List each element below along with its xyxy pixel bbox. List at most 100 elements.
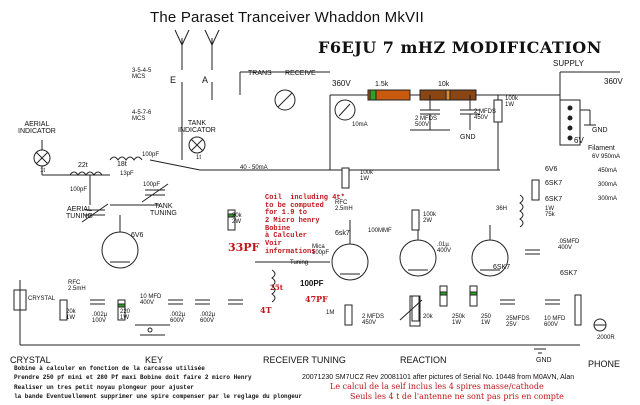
supply-label: SUPPLY (553, 59, 584, 68)
receive-label: RECEIVE (285, 70, 316, 77)
bottom-gnd-label: GND (536, 357, 552, 364)
reaction-potentiometer-icon (399, 295, 423, 327)
antenna-a-icon (204, 29, 220, 70)
aerial-tuning-capacitor-icon (81, 203, 109, 223)
label-40-50ma: 40 - 50mA (240, 165, 268, 171)
trans-label: TRANS (248, 70, 272, 77)
label-47pf: 47PF (305, 294, 328, 304)
antenna-e-label: E (170, 75, 177, 85)
note-line-2: Prendre 250 pf mini et 280 Pf maxi Bobin… (14, 374, 252, 381)
label-100pf-2: 100pF (142, 152, 160, 158)
tube-6sk7-audio2-label: 6SK7 (560, 270, 578, 277)
note-line-1: Bobine à calculer en fonction de la carc… (14, 365, 205, 372)
label-25t: 25t (270, 283, 283, 292)
label-100pf-3: 100pF (143, 182, 161, 188)
schematic-title: The Paraset Tranceiver Whaddon MkVII (150, 9, 424, 26)
headphone-icon (593, 318, 607, 332)
r-100k-top-label: 100k 1W (505, 96, 519, 108)
supply-gnd-label: GND (592, 127, 608, 134)
label-250-1w: 250 1W (481, 314, 492, 326)
choke-36h-icon (519, 194, 524, 228)
key-icon (135, 324, 170, 336)
note-line-4: la bande Eventuellement supprimer une sp… (14, 393, 303, 400)
antenna-e-icon (174, 29, 190, 70)
label-13pf: 13pF (120, 171, 134, 177)
label-crystal-small: CRYSTAL (28, 296, 56, 302)
label-22t: 22t (78, 162, 88, 169)
aerial-bulb-icon (33, 149, 51, 167)
label-002-100v: .002µ 100V (92, 312, 108, 324)
top-360v-label: 360V (332, 79, 351, 88)
label-250k: 250k 1W (452, 314, 466, 326)
red-note-1: Le calcul de la self inclus les 4 spires… (330, 382, 544, 391)
label-33pf: 33PF (228, 241, 260, 254)
r-1k5-label: 1.5k (375, 81, 389, 88)
mica-label: Mica 100pF (312, 244, 330, 256)
label-100k-1w: 100k 1W (360, 170, 374, 182)
tank-indicator-label: TANK INDICATOR (178, 120, 216, 134)
filament-label: Filament (588, 145, 615, 152)
tank-tuning-label: TANK TUNING (150, 203, 177, 217)
tuning-label: Tuning (290, 260, 309, 266)
coil-note: Coil including 4t* to be computed for 1.… (265, 194, 345, 256)
filament-300ma-b: 300mA (598, 196, 618, 202)
section-key: KEY (145, 355, 164, 365)
tube-6sk7-audio-label: 6SK7 (493, 264, 511, 271)
receiver-coil-icon (271, 269, 276, 303)
label-100pf-1: 100pF (70, 187, 88, 193)
label-rfc-1: RFC 2.5mH (68, 280, 86, 292)
filament-tube-6sk7b: 6SK7 (545, 196, 563, 203)
label-10mfd-400: 10 MFD 400V (140, 294, 162, 306)
supply-360v-label: 360V (604, 77, 623, 86)
crystal-icon (13, 289, 27, 311)
switch-label-1: 3-5-4-5 MCS (132, 68, 152, 80)
aerial-tuning-label: AERIAL TUNING (66, 206, 93, 220)
label-002-600v-a: .002µ 600V (170, 312, 186, 324)
supply-6v-label: 6V (574, 136, 584, 145)
label-25mfds: 25MFDS 25V (506, 316, 530, 328)
filament-300ma-a: 300mA (598, 182, 618, 188)
ma10-label: 10mA (352, 122, 368, 128)
label-1w-75k: 1W 75k (545, 206, 555, 218)
label-4t: 4T (260, 305, 272, 315)
label-1m: 1M (326, 310, 335, 316)
note-line-3: Realiser un tres petit noyau plongeur po… (14, 384, 195, 391)
label-01u: .01µ 400V (437, 242, 452, 254)
antenna-a-label: A (202, 75, 209, 85)
label-10mfd-600: 10 MFD 600V (544, 316, 566, 328)
supply-connector (559, 99, 581, 146)
section-receiver-tuning: RECEIVER TUNING (263, 355, 346, 365)
label-2mfds-450: 2 MFDS 450V (362, 314, 385, 326)
r-10k-label: 10k (438, 81, 450, 88)
aerial-bulb-label: 1t (40, 168, 46, 174)
aerial-indicator-label: AERIAL INDICATOR (18, 121, 56, 135)
section-phone: PHONE (588, 359, 621, 369)
label-36h: 36H (496, 206, 508, 212)
label-220-1w: 220 1W (120, 309, 131, 321)
filament-tube-6sk7a: 6SK7 (545, 180, 563, 187)
top-gnd-label: GND (460, 134, 476, 141)
c-2mfd-450-label: 2 MFDS 450V (474, 109, 497, 121)
label-002-600v-b: .002µ 600V (200, 312, 216, 324)
label-rfc-2: RFC 2.5mH (335, 200, 353, 212)
tube-6sk7-detector-label: 6sk7 (335, 230, 350, 237)
credit-line: 20071230 SM7UCZ Rev 20081101 after pictu… (302, 374, 575, 381)
tank-bulb-label: 1t (196, 155, 202, 161)
label-05mfd: .05MFD 400V (558, 239, 580, 251)
label-100pf-tuning: 100PF (300, 279, 324, 288)
label-20k-1w: 20k 1W (66, 309, 76, 321)
trans-receive-switch-icon (274, 89, 296, 111)
tube-6v6-label: 6V6 (131, 232, 144, 239)
label-20k-2w: 20k 2W (232, 213, 242, 225)
filament-950ma: 6V 950mA (592, 154, 621, 160)
label-100mmf: 100MMF (368, 228, 392, 234)
label-100k-2w: 100k 2W (423, 212, 437, 224)
resistor-1k5 (367, 89, 411, 101)
switch-label-2: 4-5-7-6 MCS (132, 110, 152, 122)
label-2000r: 2000R (597, 335, 615, 341)
tank-bulb-icon (188, 136, 206, 154)
milliammeter-icon (334, 99, 356, 121)
tank-tuning-capacitor-icon (141, 183, 169, 203)
modification-title: F6EJU 7 mHZ MODIFICATION (318, 38, 602, 57)
